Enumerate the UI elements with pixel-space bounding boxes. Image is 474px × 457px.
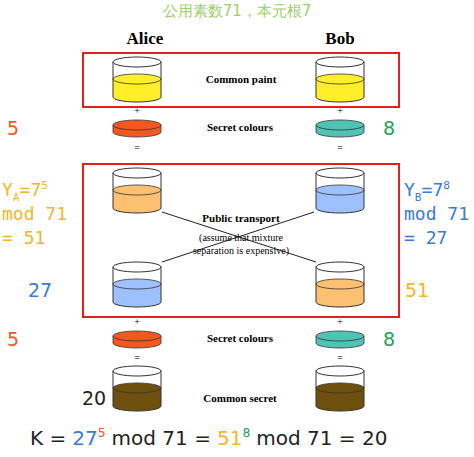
text-line: Bob <box>300 30 380 49</box>
box-text: Public transport <box>178 212 304 226</box>
text-line: 5 <box>2 118 24 139</box>
row-caption: Secret colours <box>207 332 273 344</box>
equals-sign: = <box>337 352 343 363</box>
teal-disc <box>316 331 364 348</box>
public-key-formula: mod 71 <box>2 203 67 224</box>
row-caption: Common secret <box>203 392 276 404</box>
text-line: + <box>127 105 147 116</box>
party-name: Bob <box>325 29 354 48</box>
public-key-formula: Y <box>404 179 415 200</box>
blue-mix-beaker <box>316 168 364 213</box>
text-line: Common secret <box>180 392 300 404</box>
text-line: 8 <box>378 329 400 350</box>
text-line: 20 <box>82 388 106 409</box>
secret-number: 8 <box>383 328 395 350</box>
teal-disc <box>316 120 364 137</box>
key-formula: mod 71 = 20 <box>256 426 387 450</box>
text-line: = <box>330 352 350 363</box>
red-frame-box: Common paint <box>82 52 400 108</box>
text-line: YA=75 <box>2 180 48 204</box>
text-line: 8 <box>378 118 400 139</box>
brown-beaker <box>113 366 161 411</box>
brown-beaker <box>316 366 364 411</box>
text-line: YB=78 <box>404 180 450 204</box>
text-line: = 51 <box>2 228 45 248</box>
box-text: (assume that mixture separation is expen… <box>186 232 296 257</box>
equals-sign: = <box>337 142 343 153</box>
key-formula: 51 <box>217 426 242 450</box>
text-line: = 27 <box>404 228 447 248</box>
party-name: Alice <box>127 29 164 48</box>
public-key-formula: =7 <box>20 179 42 200</box>
yellow-beaker <box>316 57 364 102</box>
received-value: 51 <box>405 279 429 301</box>
text-line: = <box>127 142 147 153</box>
text-line: K =275 mod 71 =518 mod 71 = 20 <box>30 426 387 449</box>
orange-disc <box>113 331 161 348</box>
orange-mix-beaker <box>113 168 161 213</box>
orange-mix-beaker <box>316 262 364 307</box>
box-text: Common paint <box>84 73 398 87</box>
public-key-formula: 5 <box>41 179 48 192</box>
public-key-formula: = 27 <box>404 227 447 248</box>
public-key-formula: A <box>13 191 20 204</box>
secret-number: 5 <box>7 117 19 139</box>
plus-sign: + <box>337 105 343 116</box>
text-line: = <box>330 142 350 153</box>
diagram-title: 公用素数71，本元根7 <box>0 3 474 20</box>
key-formula: 5 <box>98 425 106 440</box>
plus-sign: + <box>337 316 343 327</box>
public-key-formula: mod 71 <box>404 203 469 224</box>
public-key-formula: =7 <box>422 179 444 200</box>
text-line: Secret colours <box>180 332 300 344</box>
key-formula: mod 71 = <box>112 426 211 450</box>
key-formula: 27 <box>72 426 97 450</box>
yellow-beaker <box>113 57 161 102</box>
plus-sign: + <box>134 105 140 116</box>
text-line: mod 71 <box>2 204 67 224</box>
shared-key-value: 20 <box>82 387 106 409</box>
public-key-formula: = 51 <box>2 227 45 248</box>
public-key-formula: 8 <box>443 179 450 192</box>
equals-sign: = <box>134 142 140 153</box>
text-line: 5 <box>2 329 24 350</box>
orange-disc <box>113 120 161 137</box>
equals-sign: = <box>134 352 140 363</box>
text-line: + <box>330 316 350 327</box>
secret-number: 5 <box>7 328 19 350</box>
text-line: + <box>127 316 147 327</box>
transport-line <box>162 212 314 262</box>
public-key-formula: B <box>415 191 422 204</box>
row-caption: Secret colours <box>207 121 273 133</box>
text-line: 27 <box>28 280 52 301</box>
text-line: mod 71 <box>404 204 469 224</box>
key-formula: K = <box>30 426 66 450</box>
transport-line <box>162 212 316 262</box>
text-line: + <box>330 105 350 116</box>
text-line: = <box>127 352 147 363</box>
text-line: Alice <box>105 30 185 49</box>
secret-number: 8 <box>383 117 395 139</box>
red-frame-box: Public transport (assume that mixture sep… <box>82 163 400 318</box>
public-key-formula: Y <box>2 179 13 200</box>
blue-mix-beaker <box>113 262 161 307</box>
plus-sign: + <box>134 316 140 327</box>
key-formula: 8 <box>242 425 250 440</box>
received-value: 27 <box>28 279 52 301</box>
text-line: 51 <box>405 280 429 301</box>
text-line: Secret colours <box>180 121 300 133</box>
